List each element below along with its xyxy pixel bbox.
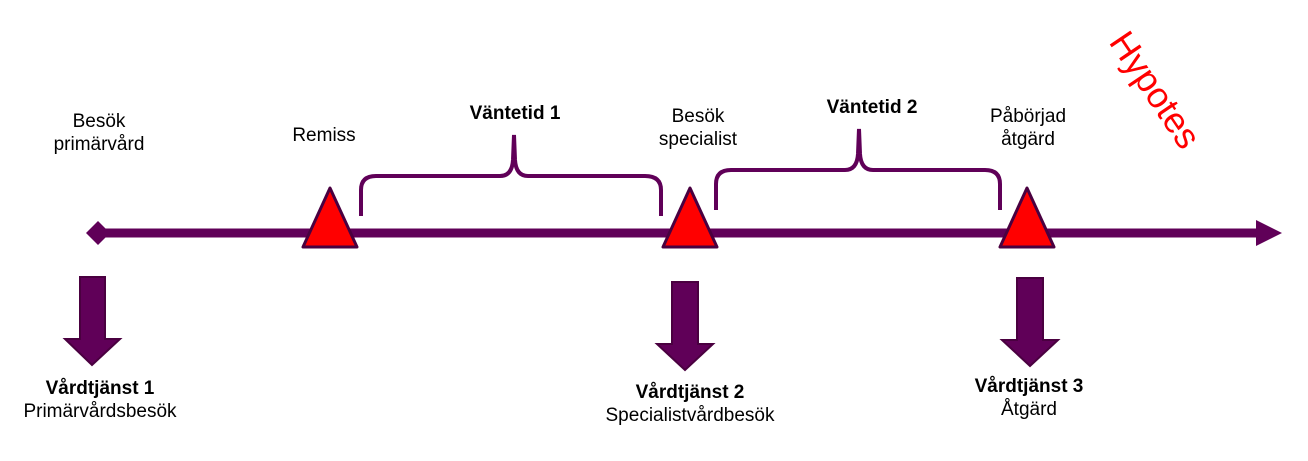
service-3-label: Vårdtjänst 3 Åtgärd [975,375,1084,421]
service-3-down-arrow [999,277,1061,368]
service-title: Vårdtjänst 1 [45,378,155,399]
service-1-label: Vårdtjänst 1 Primärvårdsbesök [23,377,176,423]
start-diamond-marker [86,221,110,245]
wait-2-label: Väntetid 2 [826,97,918,118]
wait-1-brace [359,134,663,216]
event-label-line: Påbörjad [989,106,1067,127]
service-2-down-arrow [654,281,716,372]
service-title: Vårdtjänst 2 [635,382,745,403]
event-label-line: åtgärd [1001,129,1055,150]
event-label-specialist-visit: Besök specialist [659,105,737,151]
remiss-triangle-marker [301,186,359,249]
wait-1-label: Väntetid 1 [469,103,561,124]
event-label-line: Besök [671,106,725,127]
event-label-line: primärvård [53,134,145,155]
service-title: Vårdtjänst 3 [974,376,1084,397]
service-2-label: Vårdtjänst 2 Specialistvårdbesök [606,381,775,427]
specialist-triangle-marker [661,186,719,249]
event-label-line: Besök [72,111,126,132]
service-subtitle: Primärvårdsbesök [23,401,177,422]
service-subtitle: Specialistvårdbesök [605,405,775,426]
service-subtitle: Åtgärd [1001,399,1057,420]
event-label-primary-visit: Besök primärvård [54,110,145,156]
event-label-action-started: Påbörjad åtgärd [990,105,1066,151]
event-label-line: specialist [658,129,738,150]
timeline-arrowhead [1256,220,1282,246]
service-1-down-arrow [62,276,123,367]
action-triangle-marker [998,186,1056,249]
event-label-remiss: Remiss [292,125,356,146]
wait-2-brace [714,128,1002,210]
